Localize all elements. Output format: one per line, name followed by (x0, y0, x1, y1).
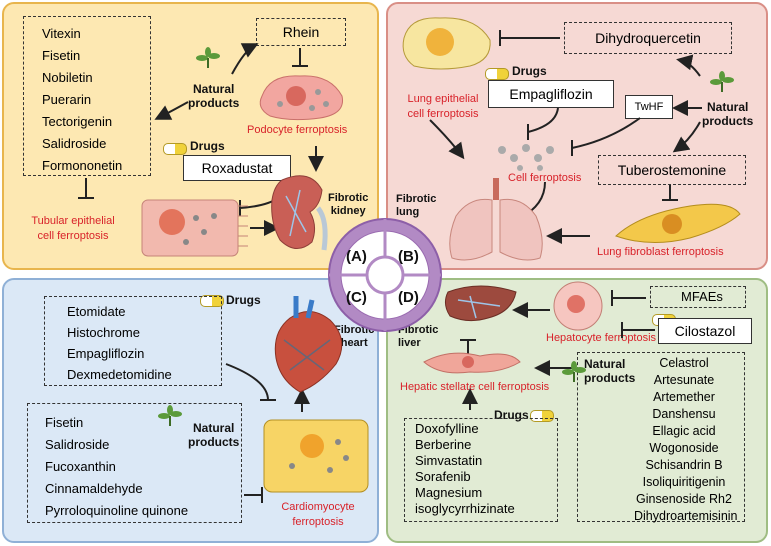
heart-drug-pill-icon (200, 295, 224, 307)
inhibit-empa-cell (527, 107, 559, 140)
leaf-icon-b (710, 71, 734, 92)
compound-fisetin: Fisetin (42, 48, 81, 63)
arrow-natural-to-rhein (231, 43, 259, 75)
center-label-b: (B) (398, 248, 419, 265)
twhf-box: TwHF (625, 95, 673, 119)
empagliflozin-lung-box: Empagliflozin (488, 80, 614, 108)
inhibit-tuber-fibroblast (662, 185, 678, 201)
roxadustat-box: Roxadustat (183, 155, 291, 181)
leaf-icon-d (562, 361, 586, 382)
hepatocyte-cell-icon (553, 281, 603, 331)
cell-ferroptosis-particles (498, 144, 554, 171)
arrow-natural-to-dhq (676, 54, 701, 77)
leaf-icons (158, 47, 734, 426)
inhibit-rhein-podocyte (292, 48, 308, 67)
inhibit-drugs-cardio (225, 363, 276, 401)
inhibit-list-tubular (78, 178, 94, 199)
rhein-label: Rhein (282, 24, 320, 40)
leaf-icon-c (158, 405, 182, 426)
arrow-natural-to-list (154, 101, 189, 120)
inhibit-natural-cardio (244, 487, 263, 503)
cilostazol-box: Cilostazol (658, 318, 752, 344)
cell-ferroptosis-label: Cell ferroptosis (508, 172, 582, 184)
center-label-a: (A) (346, 248, 367, 265)
compound-formononetin: Formononetin (42, 158, 123, 173)
compound-nobiletin: Nobiletin (42, 70, 93, 85)
heart-icon (274, 296, 343, 393)
kidney-icon (271, 175, 328, 251)
arrow-natural-to-tuber (672, 121, 701, 153)
hepatic-stellate-cell-icon (423, 352, 521, 374)
compound-tectorigenin: Tectorigenin (42, 114, 113, 129)
liver-drugs-pill-icon (530, 410, 554, 422)
inhibit-mfaes (611, 290, 646, 306)
dihydroquercetin-box: Dihydroquercetin (564, 22, 732, 54)
center-label-d: (D) (398, 289, 419, 306)
arrow-epi-lung (429, 119, 465, 160)
compound-puerarin: Puerarin (42, 92, 92, 107)
kidney-drugs-label: Drugs (190, 139, 225, 153)
lung-epithelial-cell-icon (402, 17, 491, 70)
lung-fibroblast-ferroptosis-label: Lung fibroblast ferroptosis (597, 246, 724, 258)
leaf-icon-a (196, 47, 220, 68)
podocyte-cell-icon (259, 75, 344, 121)
kidney-natural-compound-list: Vitexin Fisetin Nobiletin Puerarin Tecto… (23, 16, 151, 176)
lung-fibroblast-icon (615, 203, 741, 244)
lung-drugs-label: Drugs (512, 64, 547, 78)
tubular-epithelial-cell-icon (141, 199, 248, 257)
inhibit-dihydroquercetin (499, 30, 560, 46)
compound-salidroside: Salidroside (42, 136, 107, 151)
podocyte-ferroptosis-label: Podocyte ferroptosis (247, 124, 348, 136)
kidney-drug-pill-icon (163, 143, 187, 155)
cardiomyocyte-cell-icon (263, 419, 369, 493)
liver-icon (444, 285, 517, 322)
inhibit-twhf-cell (571, 117, 641, 156)
center-labels: (A) (B) (C) (D) (346, 248, 419, 306)
heart-drugs-label: Drugs (226, 293, 261, 307)
lung-drug-pill-icon (485, 68, 509, 80)
tuberostemonine-box: Tuberostemonine (598, 155, 746, 185)
hepatic-stellate-ferroptosis-label: Hepatic stellate cell ferroptosis (400, 381, 550, 393)
inhibit-cilostazol (621, 322, 655, 338)
rhein-box: Rhein (256, 18, 346, 46)
lungs-icon (449, 178, 543, 261)
mfaes-box: MFAEs (650, 286, 746, 308)
hepatocyte-ferroptosis-label: Hepatocyte ferroptosis (546, 332, 657, 344)
center-hub (328, 218, 442, 332)
center-label-c: (C) (346, 289, 367, 306)
compound-vitexin: Vitexin (42, 26, 81, 41)
